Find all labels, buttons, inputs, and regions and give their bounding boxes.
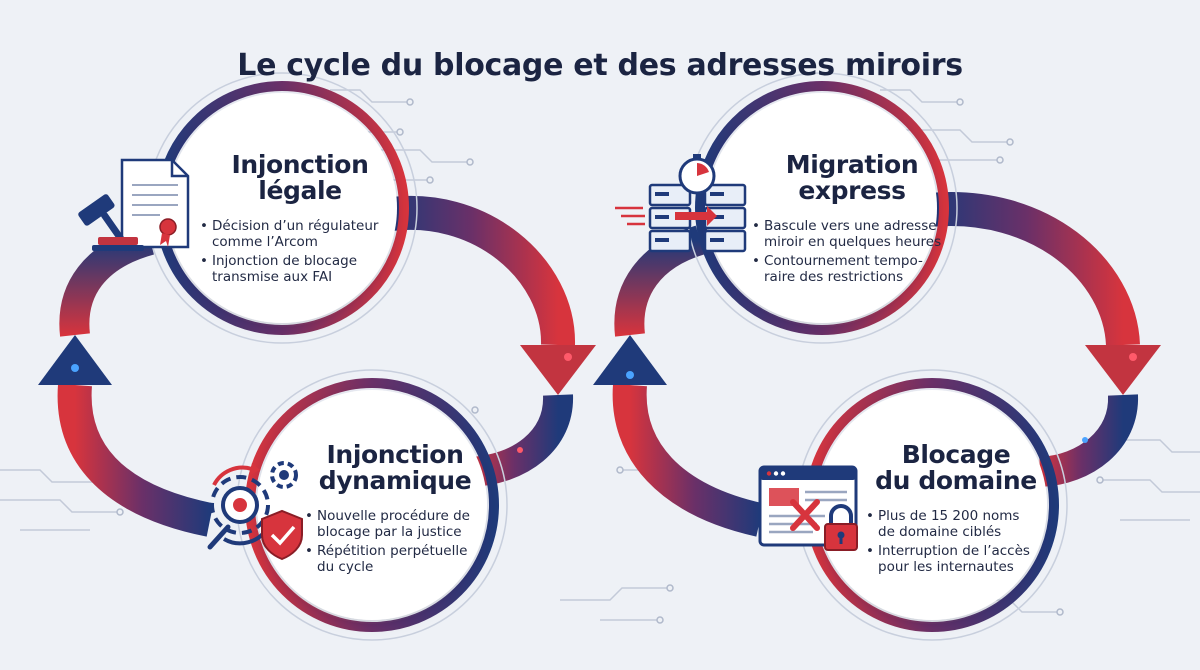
bullet: Injonction de blocage transmise aux FAI [200,253,400,285]
cycle-right-arrows [593,192,1161,537]
bullet: Plus de 15 200 noms de domaine ciblés [866,508,1046,540]
gavel-document-icon [78,158,190,251]
page-title: Le cycle du blocage et des adresses miro… [237,48,963,84]
servers-stopwatch-icon [615,154,747,253]
step-title: Injonction dynamique [318,440,472,495]
step-title: Blocage du domaine [875,440,1037,495]
step-bullets: Bascule vers une adresse miroir en quelq… [752,218,952,285]
step-bullets: Nouvelle procédure de blocage par la jus… [305,508,485,575]
step-blocage-domaine: Blocage du domaine Plus de 15 200 noms d… [866,442,1046,578]
bullet: Interruption de l’accès pour les interna… [866,543,1046,575]
blocked-browser-icon [758,465,858,551]
bullet: Nouvelle procédure de blocage par la jus… [305,508,485,540]
step-title: Migration express [785,150,919,205]
circuit-lines [0,89,1200,621]
glow-dots [71,353,1137,453]
gears-shield-icon [207,461,303,561]
step-injonction-dynamique: Injonction dynamique Nouvelle procédure … [305,442,485,578]
step-injonction-legale: Injonction légale Décision d’un régulate… [200,152,400,288]
step-migration-express: Migration express Bascule vers une adres… [752,152,952,288]
bullet: Bascule vers une adresse miroir en quelq… [752,218,952,250]
bullet: Contournement tempo- raire des restricti… [752,253,952,285]
step-title: Injonction légale [231,150,369,205]
bullet: Répétition perpétuelle du cycle [305,543,485,575]
step-bullets: Décision d’un régulateur comme l’Arcom I… [200,218,400,285]
bullet: Décision d’un régulateur comme l’Arcom [200,218,400,250]
step-bullets: Plus de 15 200 noms de domaine ciblés In… [866,508,1046,575]
